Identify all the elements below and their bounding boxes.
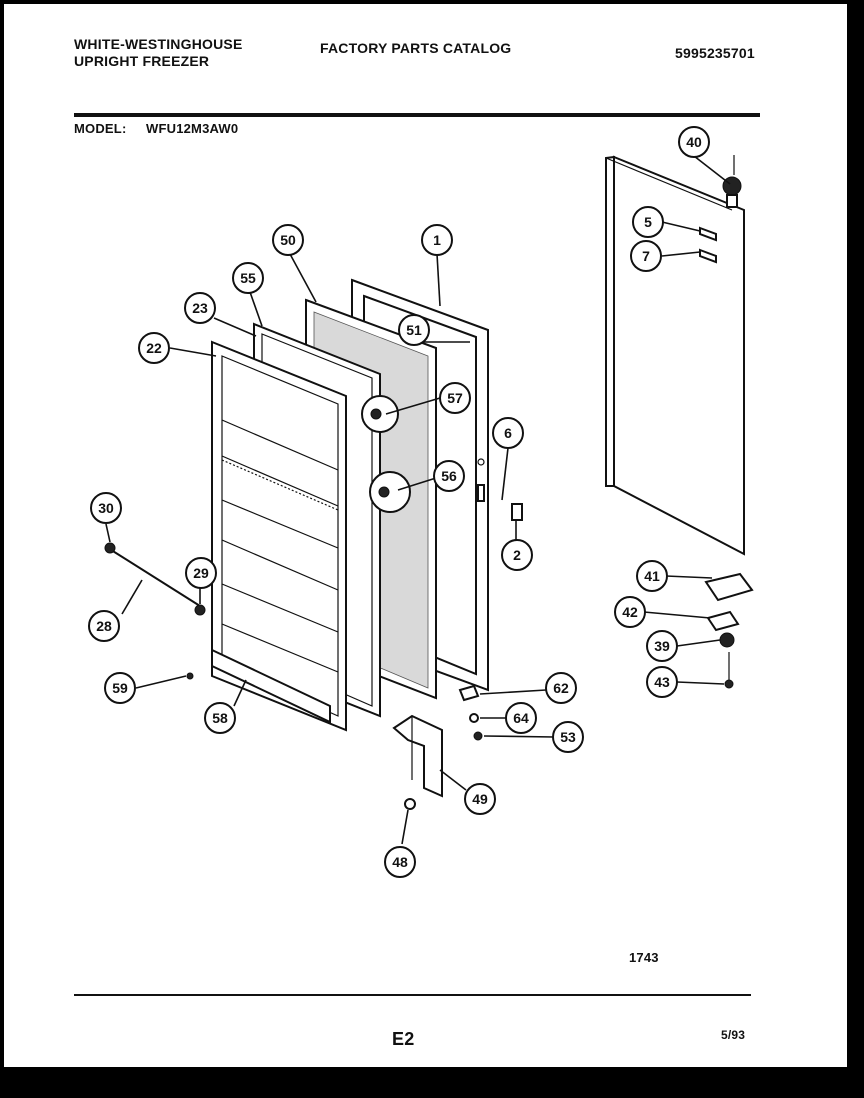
detail-circles [361, 395, 411, 513]
callout-5: 5 [632, 206, 664, 238]
door-rod-assembly [104, 542, 206, 616]
callout-49: 49 [464, 783, 496, 815]
svg-text:30: 30 [98, 500, 114, 516]
callout-6: 6 [492, 417, 524, 449]
svg-text:29: 29 [193, 565, 209, 581]
callout-53: 53 [552, 721, 584, 753]
svg-text:40: 40 [686, 134, 702, 150]
svg-text:49: 49 [472, 791, 488, 807]
outer-door-panel [605, 155, 745, 556]
callout-43: 43 [646, 666, 678, 698]
svg-text:39: 39 [654, 638, 670, 654]
svg-text:1: 1 [433, 232, 441, 248]
svg-text:62: 62 [553, 680, 569, 696]
header-rule [74, 113, 760, 117]
callout-28: 28 [88, 610, 120, 642]
catalog-part-number: 5995235701 [675, 45, 755, 61]
svg-text:58: 58 [212, 710, 228, 726]
callout-55: 55 [232, 262, 264, 294]
callout-23: 23 [184, 292, 216, 324]
svg-text:23: 23 [192, 300, 208, 316]
door-stop-knob [722, 155, 742, 208]
svg-text:59: 59 [112, 680, 128, 696]
svg-text:50: 50 [280, 232, 296, 248]
callout-62: 62 [545, 672, 577, 704]
footer-rule [74, 994, 751, 996]
bottom-trim [211, 648, 331, 724]
svg-text:57: 57 [447, 390, 463, 406]
callout-1: 1 [421, 224, 453, 256]
svg-text:53: 53 [560, 729, 576, 745]
callout-39: 39 [646, 630, 678, 662]
callout-56: 56 [433, 460, 465, 492]
hinge-pin-parts [458, 684, 483, 741]
page-code: E2 [392, 1029, 415, 1049]
brand-title: WHITE-WESTINGHOUSE [74, 36, 243, 52]
callout-48: 48 [384, 846, 416, 878]
callout-59: 59 [104, 672, 136, 704]
lower-hinge [704, 572, 754, 689]
svg-text:64: 64 [513, 710, 529, 726]
svg-text:7: 7 [642, 248, 650, 264]
screw [186, 672, 194, 680]
callout-58: 58 [204, 702, 236, 734]
callout-2: 2 [501, 539, 533, 571]
svg-text:6: 6 [504, 425, 512, 441]
svg-text:42: 42 [622, 604, 638, 620]
callout-30: 30 [90, 492, 122, 524]
product-type: UPRIGHT FREEZER [74, 53, 210, 69]
svg-text:55: 55 [240, 270, 256, 286]
svg-text:5: 5 [644, 214, 652, 230]
callout-51: 51 [398, 314, 430, 346]
callout-41: 41 [636, 560, 668, 592]
svg-text:48: 48 [392, 854, 408, 870]
catalog-title: FACTORY PARTS CATALOG [320, 40, 512, 56]
callout-50: 50 [272, 224, 304, 256]
svg-text:28: 28 [96, 618, 112, 634]
model-label: MODEL: [74, 121, 127, 136]
leader-lines [105, 155, 731, 845]
svg-text:51: 51 [406, 322, 422, 338]
svg-text:22: 22 [146, 340, 162, 356]
model-number: WFU12M3AW0 [146, 121, 239, 136]
svg-text:41: 41 [644, 568, 660, 584]
callout-40: 40 [678, 126, 710, 158]
callout-29: 29 [185, 557, 217, 589]
date-code: 5/93 [721, 1028, 746, 1042]
callout-42: 42 [614, 596, 646, 628]
callout-22: 22 [138, 332, 170, 364]
handle-part [511, 503, 523, 521]
kickplate [392, 714, 443, 798]
callout-57: 57 [439, 382, 471, 414]
svg-text:56: 56 [441, 468, 457, 484]
svg-text:2: 2 [513, 547, 521, 563]
figure-code: 1743 [629, 950, 659, 965]
leveling-foot [404, 798, 416, 810]
svg-text:43: 43 [654, 674, 670, 690]
callout-7: 7 [630, 240, 662, 272]
callout-64: 64 [505, 702, 537, 734]
